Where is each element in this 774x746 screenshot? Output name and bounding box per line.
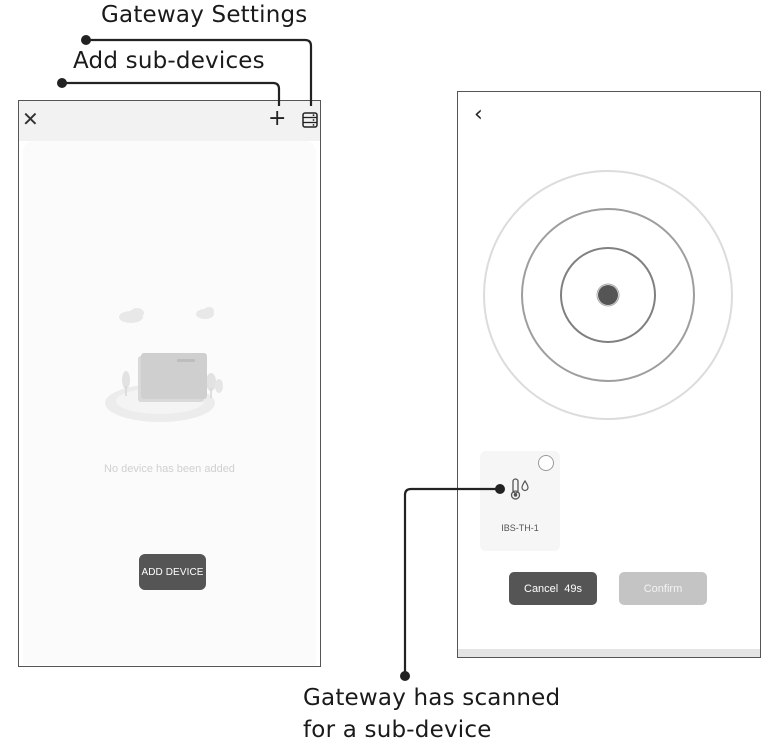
scanned-callout-line2: for a sub-device — [303, 717, 492, 743]
cancel-button[interactable]: Cancel 49s — [509, 572, 597, 605]
gateway-settings-callout: Gateway Settings — [101, 2, 308, 28]
scanned-callout-line1: Gateway has scanned — [303, 685, 561, 711]
back-chevron-icon[interactable]: ‹ — [474, 102, 483, 127]
radar-animation — [483, 170, 733, 420]
scanned-callout: Gateway has scanned for a sub-device — [303, 682, 560, 746]
empty-gateway-illustration — [105, 306, 233, 436]
top-bar: ✕ + — [19, 101, 320, 141]
scanned-device-dot — [495, 484, 505, 494]
scanned-callout-dot — [400, 671, 410, 681]
empty-state-text: No device has been added — [104, 463, 235, 475]
confirm-button[interactable]: Confirm — [619, 572, 707, 605]
cancel-label: Cancel — [524, 582, 559, 595]
countdown-timer: 49s — [564, 582, 582, 595]
gateway-screen: ✕ + — [18, 100, 321, 667]
select-circle-icon[interactable] — [538, 455, 554, 471]
gateway-settings-dot — [81, 35, 91, 45]
device-name: IBS-TH-1 — [501, 523, 539, 533]
thermometer-humidity-icon — [510, 477, 532, 506]
plus-icon[interactable]: + — [268, 106, 287, 131]
device-list-area: No device has been added ADD DEVICE — [23, 141, 316, 665]
bottom-bar — [458, 649, 760, 657]
add-sub-devices-dot — [57, 78, 67, 88]
found-device-card[interactable]: IBS-TH-1 — [480, 451, 560, 551]
scan-screen: ‹ IBS-TH-1 Cancel 49s Confirm — [457, 91, 761, 658]
add-sub-devices-callout: Add sub-devices — [73, 48, 265, 74]
add-device-button[interactable]: ADD DEVICE — [139, 554, 206, 590]
gateway-settings-icon[interactable] — [302, 112, 318, 133]
close-icon[interactable]: ✕ — [22, 109, 39, 131]
